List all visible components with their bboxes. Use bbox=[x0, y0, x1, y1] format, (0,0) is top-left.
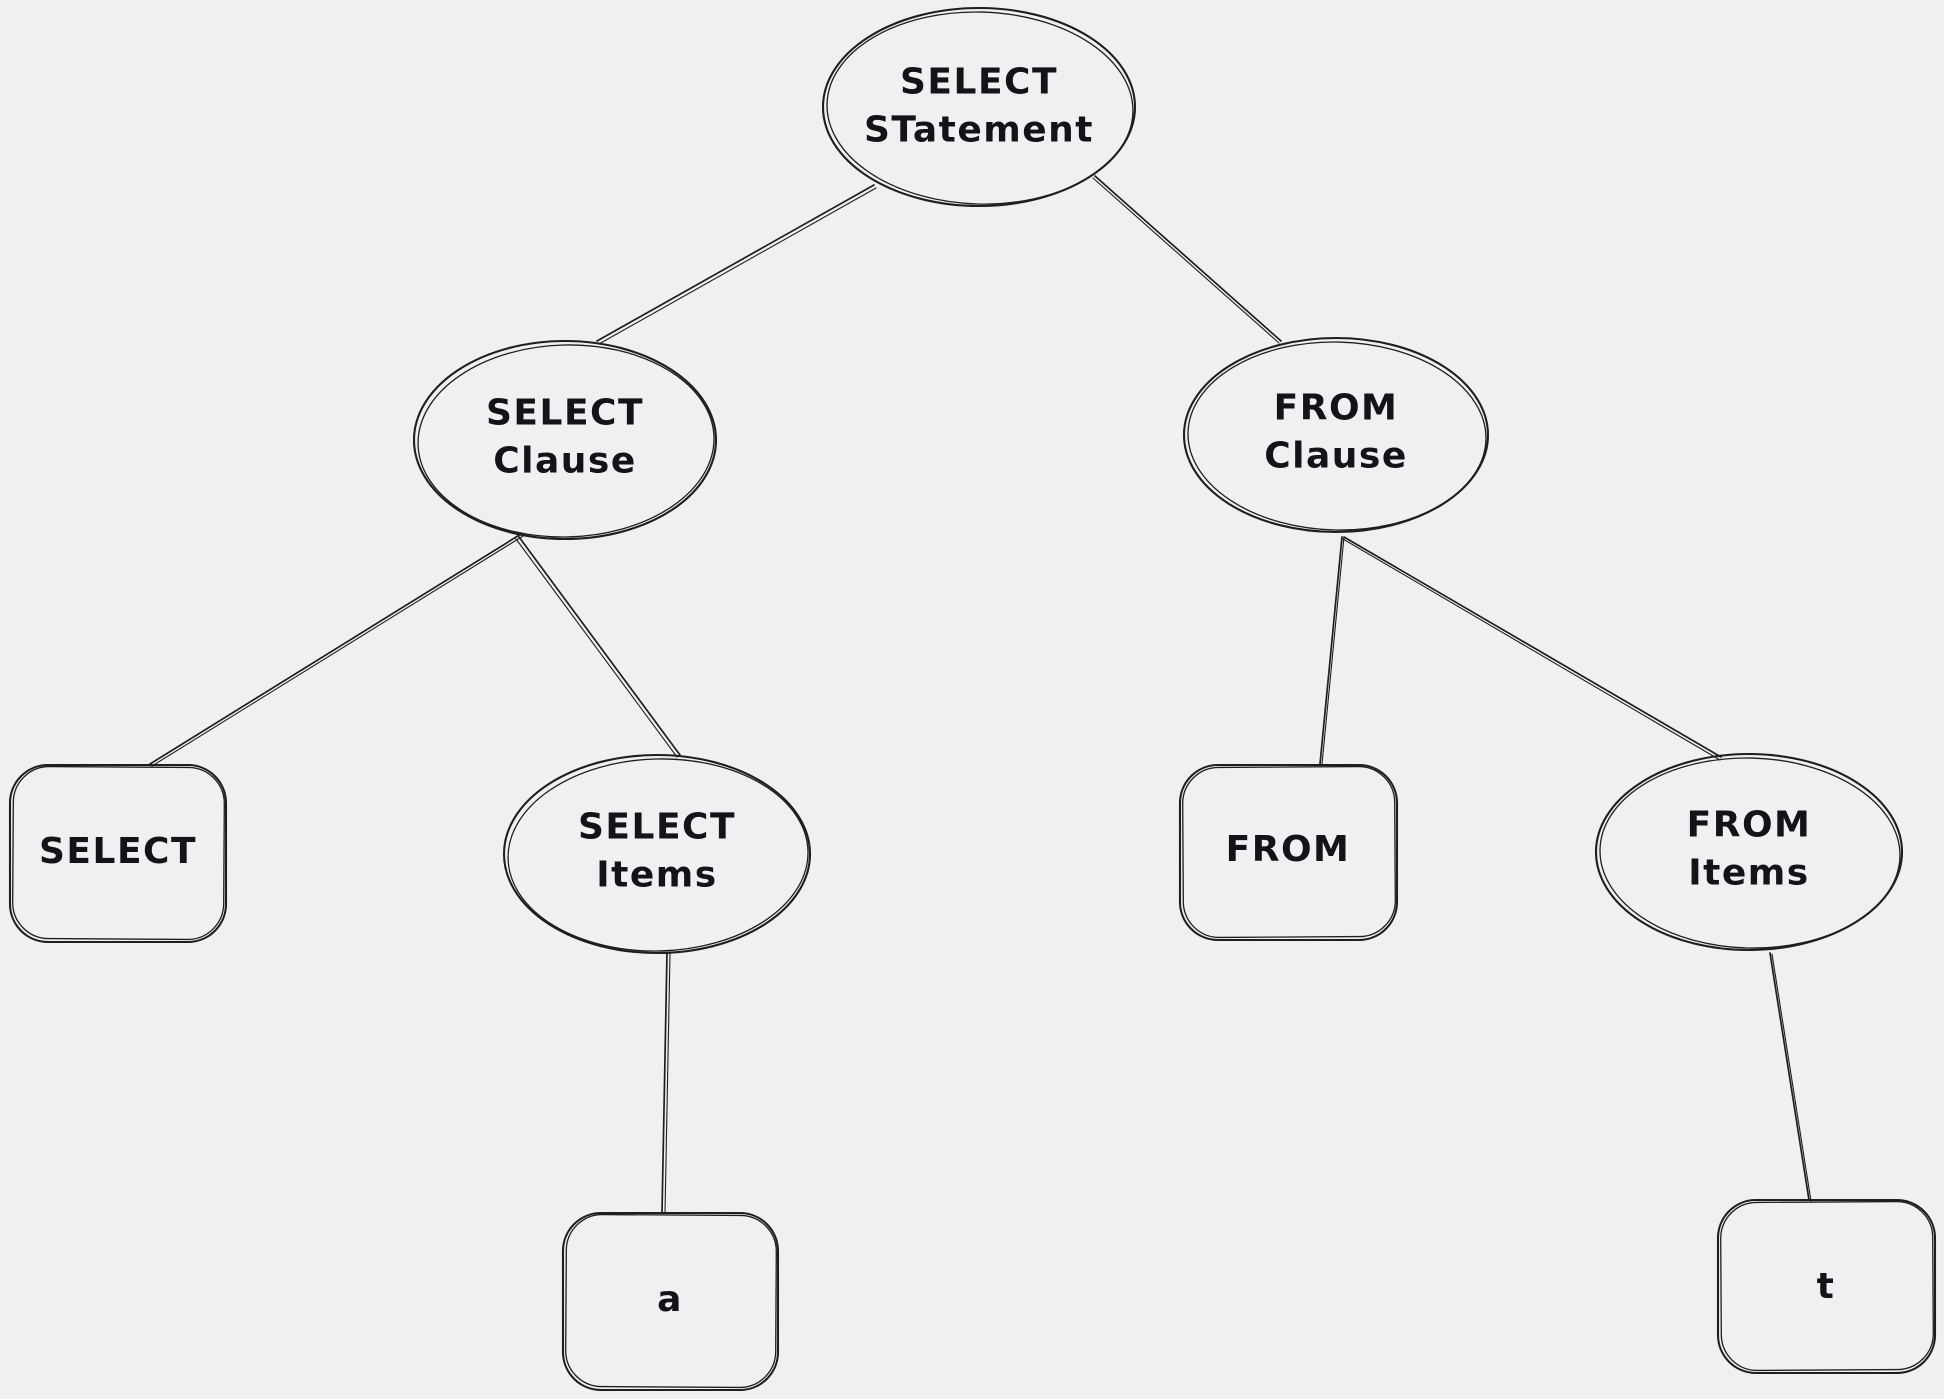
label-line: Items bbox=[1688, 852, 1810, 893]
node-from-items-label: FROM Items bbox=[1687, 801, 1812, 896]
label-line: Clause bbox=[493, 440, 637, 481]
ellipse-sketch-outline bbox=[826, 11, 1134, 205]
edge-sketch-line bbox=[598, 187, 877, 345]
edge-sketch-line bbox=[1092, 177, 1280, 344]
edge-line bbox=[149, 533, 522, 765]
ellipse-sketch-outline bbox=[1187, 341, 1487, 531]
node-item-a-shape bbox=[561, 1211, 780, 1392]
rect-outline bbox=[561, 1211, 780, 1392]
label-line: SELECT bbox=[899, 61, 1059, 103]
ellipse-outline bbox=[821, 6, 1137, 208]
edge-select-items-to-item-a bbox=[661, 952, 671, 1214]
edge-sketch-line bbox=[151, 535, 524, 767]
node-from-clause-label: FROM Clause bbox=[1264, 384, 1408, 479]
node-item-t-label: t bbox=[1817, 1263, 1836, 1311]
node-select-items-shape bbox=[502, 753, 812, 955]
ellipse-outline bbox=[502, 753, 812, 955]
ellipse-sketch-outline bbox=[507, 758, 809, 952]
node-from-keyword-label: FROM bbox=[1226, 826, 1351, 874]
edge-from-clause-to-from-items bbox=[1342, 536, 1722, 761]
node-select-keyword-shape bbox=[8, 763, 228, 944]
edge-line bbox=[661, 952, 668, 1214]
ellipse-outline bbox=[1594, 752, 1904, 952]
edge-line bbox=[518, 536, 681, 756]
label-line: Items bbox=[596, 854, 718, 895]
node-select-clause-shape bbox=[412, 339, 718, 541]
node-from-items-shape bbox=[1594, 752, 1904, 952]
edge-sketch-line bbox=[664, 952, 671, 1214]
edge-select-statement-to-from-clause bbox=[1092, 175, 1282, 344]
label-line: STatement bbox=[863, 109, 1095, 150]
edge-line bbox=[1343, 536, 1722, 758]
ellipse-outline bbox=[412, 339, 718, 541]
label-line: a bbox=[657, 1279, 683, 1321]
edge-line bbox=[1769, 952, 1810, 1201]
ellipse-sketch-outline bbox=[417, 344, 715, 538]
node-select-keyword-label: SELECT bbox=[39, 828, 197, 876]
edge-sketch-line bbox=[515, 538, 678, 758]
edge-from-items-to-item-t bbox=[1769, 952, 1812, 1202]
rect-outline bbox=[8, 763, 228, 944]
edge-line bbox=[1319, 536, 1343, 765]
node-select-statement-label: SELECT STatement bbox=[864, 58, 1094, 153]
node-from-clause-shape bbox=[1182, 336, 1490, 534]
rect-sketch-outline bbox=[565, 1213, 777, 1389]
label-line: Clause bbox=[1264, 435, 1408, 476]
edge-sketch-line bbox=[1321, 536, 1345, 765]
label-line: t bbox=[1816, 1266, 1836, 1308]
ellipse-sketch-outline bbox=[1599, 757, 1901, 949]
rect-outline bbox=[1716, 1198, 1937, 1375]
rect-sketch-outline bbox=[12, 765, 225, 941]
label-line: SELECT bbox=[38, 831, 198, 873]
label-line: SELECT bbox=[485, 392, 645, 434]
label-line: FROM bbox=[1686, 804, 1812, 846]
label-line: SELECT bbox=[577, 806, 737, 848]
label-line: FROM bbox=[1273, 387, 1399, 429]
edge-sketch-line bbox=[1771, 953, 1812, 1202]
edge-select-clause-to-select-items bbox=[515, 536, 681, 758]
label-line: FROM bbox=[1225, 829, 1351, 871]
node-item-t-shape bbox=[1716, 1198, 1937, 1375]
edge-line bbox=[596, 184, 875, 342]
rect-sketch-outline bbox=[1720, 1200, 1934, 1372]
rect-sketch-outline bbox=[1182, 765, 1396, 939]
edge-from-clause-to-from-keyword bbox=[1319, 536, 1345, 765]
node-select-statement-shape bbox=[821, 6, 1137, 208]
edge-select-statement-to-select-clause bbox=[596, 184, 877, 345]
node-select-items-label: SELECT Items bbox=[578, 803, 736, 898]
rect-outline bbox=[1178, 763, 1399, 942]
node-item-a-label: a bbox=[657, 1276, 683, 1324]
ellipse-outline bbox=[1182, 336, 1490, 534]
edge-select-clause-to-select-keyword bbox=[149, 533, 524, 767]
edge-sketch-line bbox=[1342, 538, 1721, 761]
edge-line bbox=[1094, 175, 1282, 342]
node-select-clause-label: SELECT Clause bbox=[486, 389, 644, 484]
node-from-keyword-shape bbox=[1178, 763, 1399, 942]
